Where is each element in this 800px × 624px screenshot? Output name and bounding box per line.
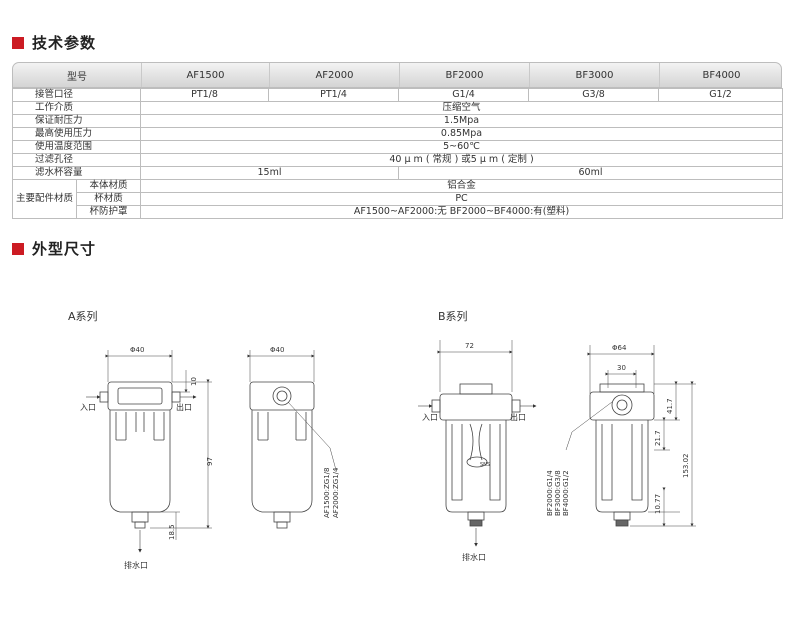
- header-bf2000: BF2000: [399, 63, 529, 87]
- spec-section-header: 技术参数: [12, 32, 96, 53]
- dim-section-header: 外型尺寸: [12, 238, 96, 259]
- b-model-1: BF2000:G1/4: [546, 470, 554, 516]
- table-row: 过滤孔径 40 μ m ( 常规 ) 或5 μ m ( 定制 ): [11, 153, 784, 167]
- b-diameter-label: Φ64: [612, 344, 627, 352]
- b-drain-label: 排水口: [462, 552, 486, 562]
- header-bf4000: BF4000: [659, 63, 783, 87]
- section-marker-icon: [12, 36, 24, 49]
- spec-table-header: 型号 AF1500 AF2000 BF2000 BF3000 BF4000: [12, 62, 782, 88]
- b-side-view: [565, 345, 696, 527]
- b-series-label: B系列: [438, 310, 468, 323]
- spec-table: 型号 AF1500 AF2000 BF2000 BF3000 BF4000 接管…: [11, 62, 784, 219]
- b-badge: SNS: [480, 462, 490, 468]
- dim-section-title: 外型尺寸: [32, 240, 97, 258]
- a-bottom-dim: 18.5: [168, 524, 176, 540]
- guard-value: AF1500~AF2000:无 BF2000~BF4000:有(塑料): [140, 205, 784, 219]
- guard-label: 杯防护罩: [75, 205, 142, 219]
- a-drain-label: 排水口: [124, 560, 148, 570]
- header-bf3000: BF3000: [529, 63, 659, 87]
- table-row: 接管口径 PT1/8 PT1/4 G1/4 G3/8 G1/2: [11, 88, 784, 102]
- b-height-dim: 153.02: [682, 454, 690, 479]
- a-model-2: AF2000:ZG1/4: [332, 467, 340, 518]
- b-bottom-dim: 10.77: [654, 494, 662, 514]
- section-marker-icon: [12, 242, 24, 255]
- b-model-2: BF3000:G3/8: [554, 470, 562, 516]
- spec-table-body: 接管口径 PT1/8 PT1/4 G1/4 G3/8 G1/2 工作介质 压缩空…: [11, 88, 784, 219]
- a-inlet-label: 入口: [80, 403, 96, 412]
- b-inlet-label: 入口: [422, 413, 438, 422]
- header-model: 型号: [67, 71, 87, 83]
- b-top-dim: 41.7: [666, 398, 674, 414]
- header-af2000: AF2000: [269, 63, 399, 87]
- table-row: 杯防护罩 AF1500~AF2000:无 BF2000~BF4000:有(塑料): [13, 205, 784, 219]
- a-outlet-label: 出口: [176, 402, 192, 412]
- b-model-3: BF4000:G1/2: [562, 470, 570, 516]
- b-front-view: [418, 340, 537, 547]
- a-top-dim: 10: [190, 377, 198, 386]
- a-diameter-label: Φ40: [130, 346, 144, 354]
- a-side-diameter-label: Φ40: [270, 346, 284, 354]
- a-height-dim: 97: [206, 457, 214, 466]
- a-model-1: AF1500:ZG1/8: [323, 468, 331, 518]
- b-outlet-label: 出口: [510, 412, 526, 422]
- b-port-label: 30: [617, 364, 626, 372]
- b-mid-dim: 21.7: [654, 430, 662, 446]
- table-row: 最高使用压力 0.85Mpa: [11, 127, 784, 141]
- spec-section-title: 技术参数: [32, 34, 97, 52]
- parts-label: 主要配件材质: [12, 179, 77, 219]
- a-front-view: [86, 350, 212, 553]
- a-series-label: A系列: [68, 310, 98, 323]
- a-side-view: [247, 350, 337, 529]
- b-width-label: 72: [465, 342, 474, 350]
- header-af1500: AF1500: [141, 63, 269, 87]
